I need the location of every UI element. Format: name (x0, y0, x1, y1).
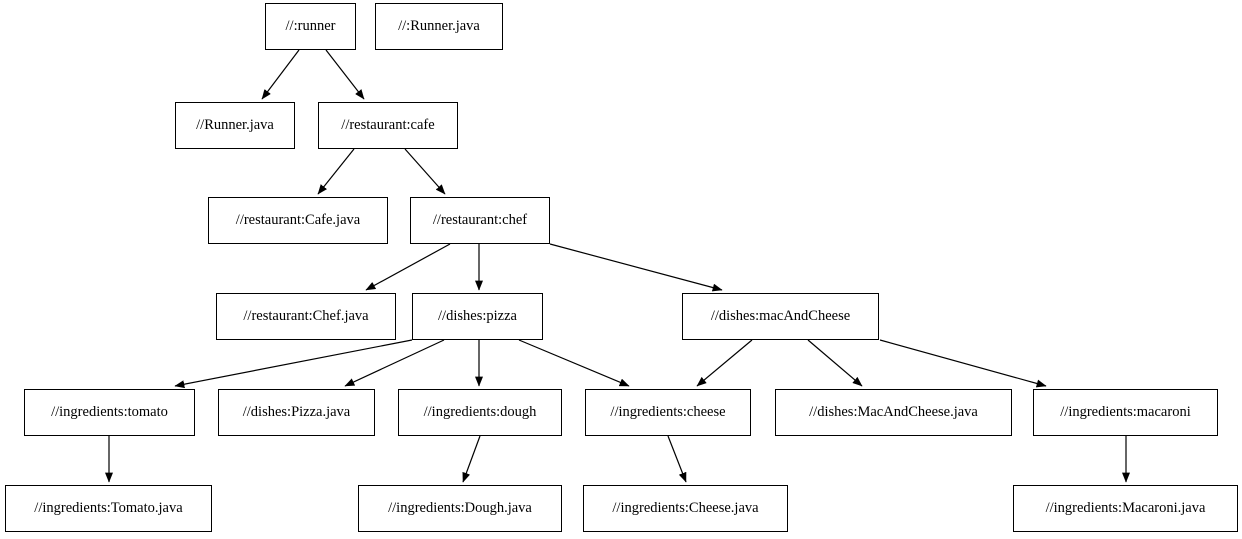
graph-node-ingredients-cheese[interactable]: //ingredients:cheese (585, 389, 751, 436)
graph-node-ingredients-macaroni-java[interactable]: //ingredients:Macaroni.java (1013, 485, 1238, 532)
node-label: //dishes:pizza (438, 308, 517, 325)
graph-node-restaurant-cafe[interactable]: //restaurant:cafe (318, 102, 458, 149)
node-label: //restaurant:Chef.java (243, 308, 369, 325)
graph-node-dishes-pizza-java[interactable]: //dishes:Pizza.java (218, 389, 375, 436)
graph-node-runner-java[interactable]: //Runner.java (175, 102, 295, 149)
node-label: //ingredients:cheese (610, 404, 726, 421)
node-label: //restaurant:Cafe.java (235, 212, 361, 229)
graph-node-runner-target[interactable]: //:runner (265, 3, 356, 50)
graph-node-ingredients-tomato[interactable]: //ingredients:tomato (24, 389, 195, 436)
graph-node-dishes-pizza[interactable]: //dishes:pizza (412, 293, 543, 340)
node-label: //dishes:macAndCheese (710, 308, 851, 325)
graph-node-restaurant-chef[interactable]: //restaurant:chef (410, 197, 550, 244)
node-label: //dishes:MacAndCheese.java (809, 404, 978, 421)
graph-node-runner-java-root[interactable]: //:Runner.java (375, 3, 503, 50)
graph-node-ingredients-dough-java[interactable]: //ingredients:Dough.java (358, 485, 562, 532)
node-label: //:Runner.java (398, 18, 480, 35)
node-label: //ingredients:Tomato.java (34, 500, 183, 517)
node-label: //ingredients:macaroni (1060, 404, 1191, 421)
node-label: //ingredients:Dough.java (388, 500, 532, 517)
graph-node-ingredients-tomato-java[interactable]: //ingredients:Tomato.java (5, 485, 212, 532)
node-label: //restaurant:cafe (341, 117, 435, 134)
node-label: //ingredients:Cheese.java (612, 500, 759, 517)
node-label: //ingredients:dough (423, 404, 537, 421)
node-label: //ingredients:tomato (51, 404, 168, 421)
node-label: //restaurant:chef (432, 212, 528, 229)
node-label: //dishes:Pizza.java (242, 404, 351, 421)
graph-node-dishes-macandcheese[interactable]: //dishes:macAndCheese (682, 293, 879, 340)
graph-node-restaurant-cafe-java[interactable]: //restaurant:Cafe.java (208, 197, 388, 244)
node-label: //Runner.java (196, 117, 274, 134)
node-label: //ingredients:Macaroni.java (1045, 500, 1206, 517)
graph-node-dishes-mac-java[interactable]: //dishes:MacAndCheese.java (775, 389, 1012, 436)
graph-node-restaurant-chef-java[interactable]: //restaurant:Chef.java (216, 293, 396, 340)
graph-node-ingredients-dough[interactable]: //ingredients:dough (398, 389, 562, 436)
graph-node-ingredients-cheese-java[interactable]: //ingredients:Cheese.java (583, 485, 788, 532)
graph-node-ingredients-macaroni[interactable]: //ingredients:macaroni (1033, 389, 1218, 436)
node-label: //:runner (285, 18, 336, 35)
